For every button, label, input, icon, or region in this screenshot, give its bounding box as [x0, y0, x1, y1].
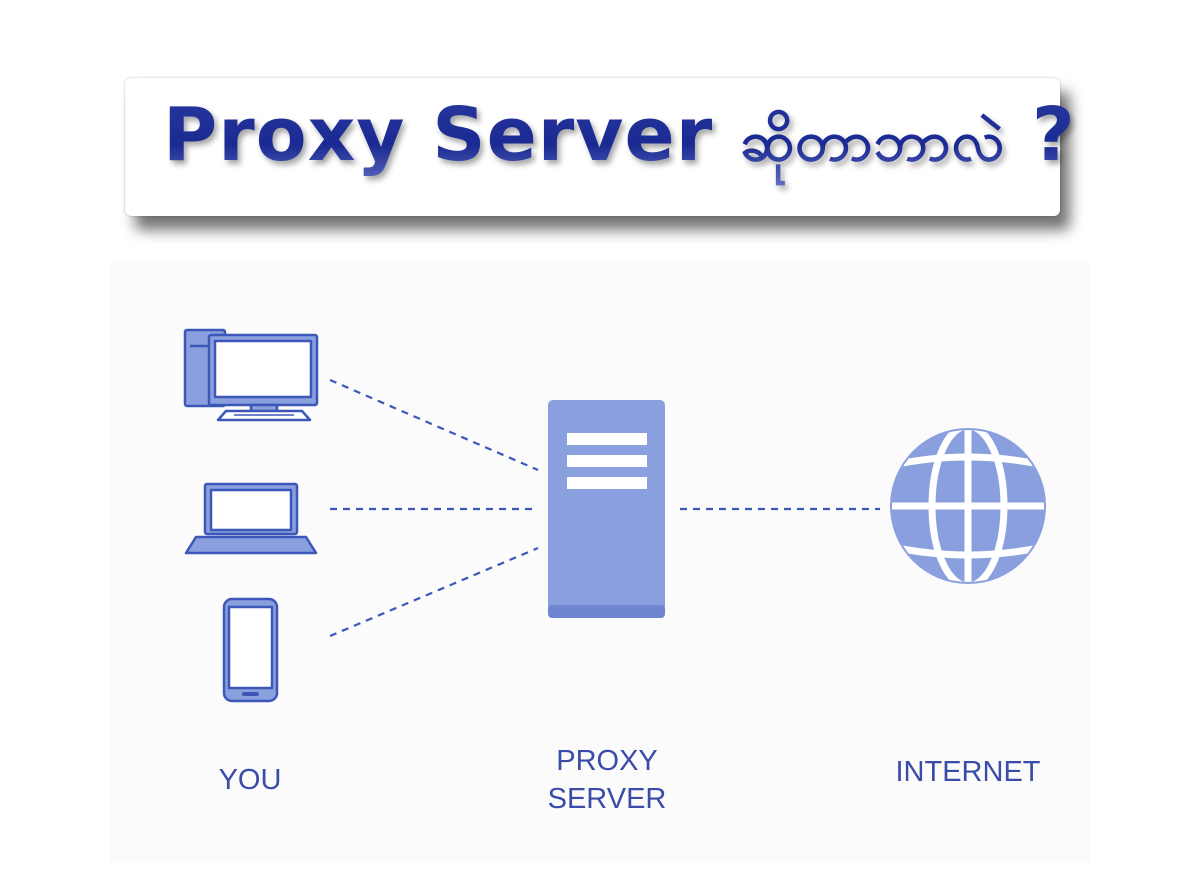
you-label: YOU: [218, 764, 282, 796]
connection-desktop-proxy: [329, 378, 539, 472]
proxy-label-line1: PROXY: [556, 745, 658, 777]
globe-icon: [890, 428, 1046, 584]
title-banner: Proxy Server ဆိုတာဘာလဲ ?: [125, 78, 1060, 216]
proxy-label-line2: SERVER: [547, 783, 667, 815]
server-icon: [548, 400, 665, 618]
connection-phone-proxy: [329, 546, 539, 638]
laptop-icon: [184, 482, 318, 555]
desktop-computer-icon: [183, 328, 319, 422]
smartphone-icon: [222, 597, 279, 703]
proxy-server-label: PROXY SERVER: [527, 742, 687, 818]
internet-label: INTERNET: [895, 756, 1041, 788]
